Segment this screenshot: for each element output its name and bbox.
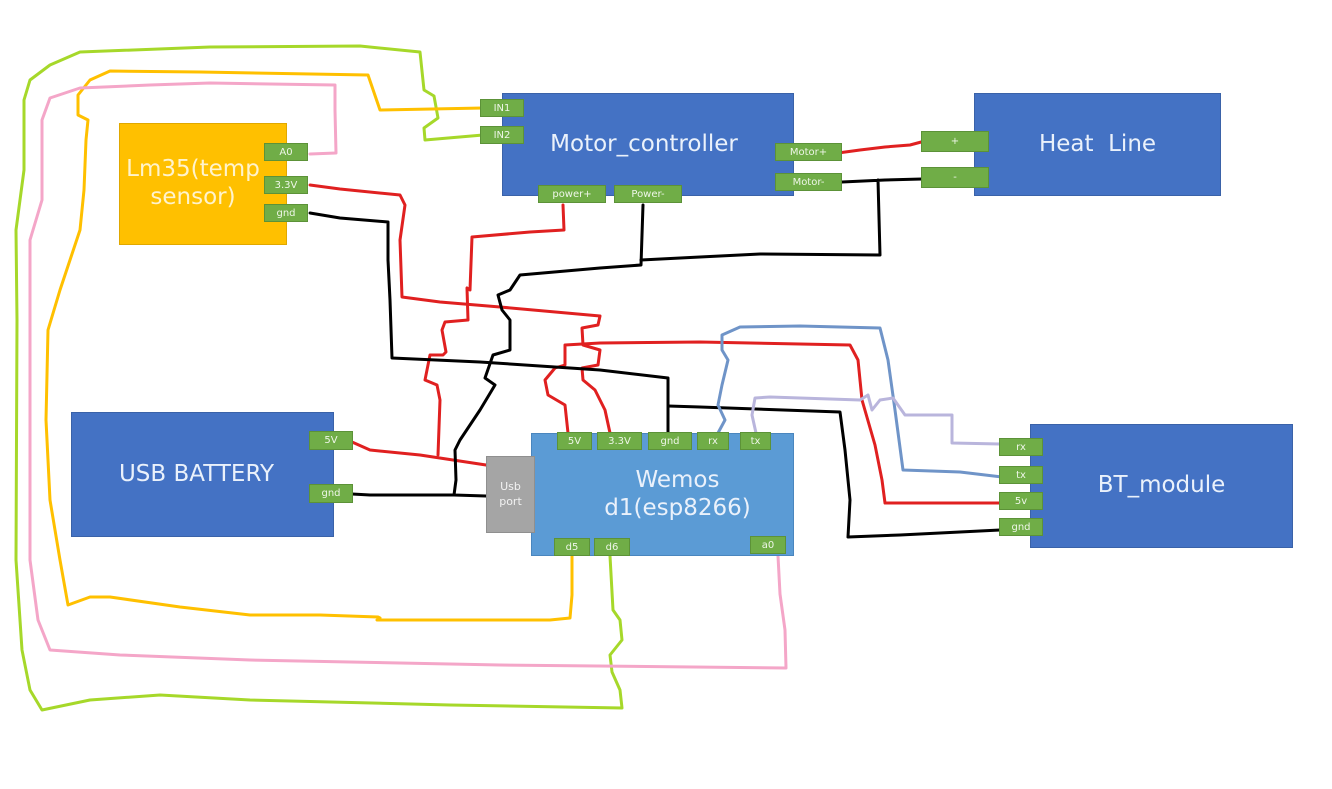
wemos-pin-3v3[interactable]: 3.3V	[597, 432, 642, 450]
wemos-d1-board: Wemos d1(esp8266)	[531, 433, 794, 556]
heat-pin-plus[interactable]: +	[921, 131, 989, 152]
wire-power-plus	[423, 203, 566, 457]
wemos-pin-d5[interactable]: d5	[554, 538, 590, 556]
usb-port-label: Usb port	[499, 480, 522, 508]
wemos-pin-5v[interactable]: 5V	[557, 432, 592, 450]
wemos-pin-d6[interactable]: d6	[594, 538, 630, 556]
wemos-pin-gnd[interactable]: gnd	[648, 432, 692, 450]
motor-pin-motor-minus[interactable]: Motor-	[775, 173, 842, 191]
heat-line: Heat Line	[974, 93, 1221, 196]
wemos-label: Wemos d1(esp8266)	[604, 466, 751, 521]
wire-batt-gnd	[350, 492, 457, 497]
heat-line-label: Heat Line	[1038, 130, 1157, 157]
lm35-pin-gnd[interactable]: gnd	[264, 204, 308, 222]
wemos-pin-a0[interactable]: a0	[750, 536, 786, 554]
lm35-pin-3v3[interactable]: 3.3V	[264, 176, 308, 194]
bt-pin-tx[interactable]: tx	[999, 466, 1043, 484]
motor-controller-label: Motor_controller	[550, 130, 738, 157]
lm35-sensor: Lm35(temp sensor)	[119, 123, 287, 245]
bt-module-label: BT_module	[1097, 472, 1226, 499]
lm35-pin-a0[interactable]: A0	[264, 143, 308, 161]
motor-pin-in1[interactable]: IN1	[480, 99, 524, 117]
wire-motor-plus	[836, 139, 927, 155]
wire-3v3	[308, 183, 612, 435]
wemos-pin-rx[interactable]: rx	[697, 432, 729, 450]
heat-pin-minus[interactable]: -	[921, 167, 989, 188]
bt-pin-5v[interactable]: 5v	[999, 492, 1043, 510]
wire-lm35-gnd	[308, 211, 670, 435]
battery-pin-5v[interactable]: 5V	[309, 431, 353, 450]
bt-module: BT_module	[1030, 424, 1293, 548]
usb-battery-label: USB BATTERY	[118, 460, 275, 487]
usb-battery: USB BATTERY	[71, 412, 334, 537]
motor-pin-in2[interactable]: IN2	[480, 126, 524, 144]
motor-pin-power-minus[interactable]: Power-	[614, 185, 682, 203]
battery-pin-gnd[interactable]: gnd	[309, 484, 353, 503]
wemos-usb-port[interactable]: Usb port	[486, 456, 535, 533]
wemos-pin-tx[interactable]: tx	[740, 432, 771, 450]
wire-batt-5v	[350, 440, 488, 467]
motor-pin-motor-plus[interactable]: Motor+	[775, 143, 842, 161]
lm35-label: Lm35(temp sensor)	[126, 156, 260, 210]
motor-pin-power-plus[interactable]: power+	[538, 185, 606, 203]
bt-pin-gnd[interactable]: gnd	[999, 518, 1043, 536]
motor-controller: Motor_controller	[502, 93, 794, 196]
bt-pin-rx[interactable]: rx	[999, 438, 1043, 456]
